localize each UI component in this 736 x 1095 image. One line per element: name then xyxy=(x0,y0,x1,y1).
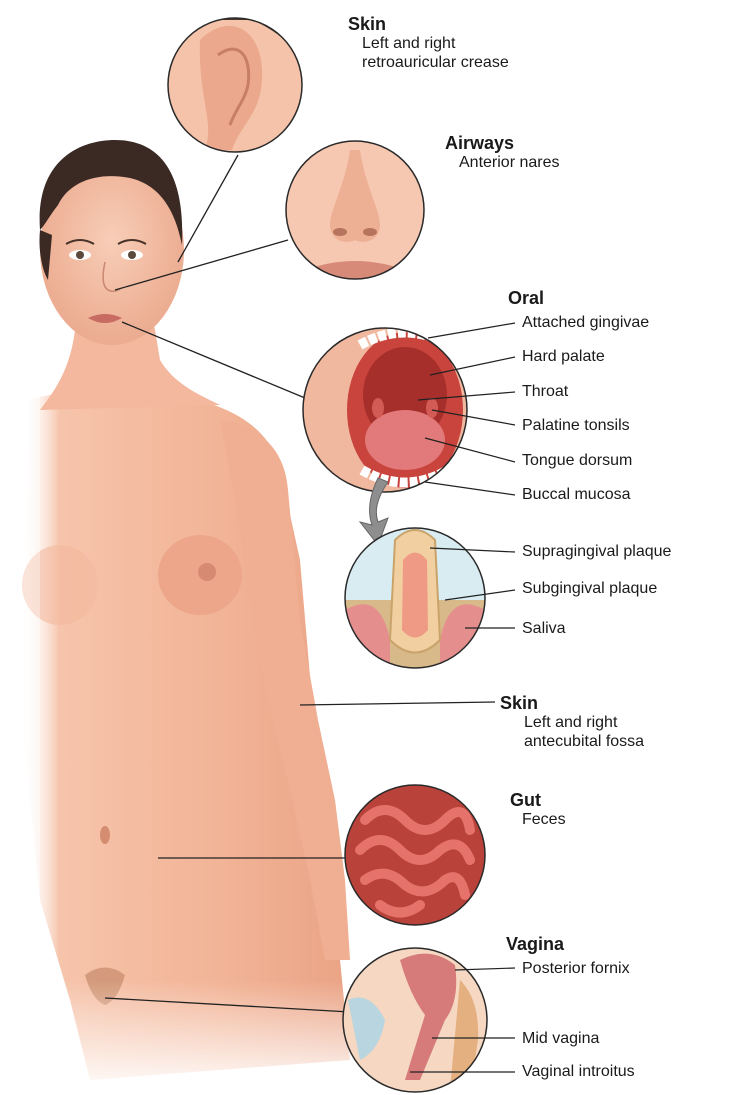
gut-label: Gut Feces xyxy=(510,790,566,830)
airways-title: Airways xyxy=(445,133,560,154)
airways-label: Airways Anterior nares xyxy=(445,133,560,173)
intestine-icon xyxy=(345,785,485,925)
skin-arm-line-2: antecubital fossa xyxy=(524,733,644,752)
oral-site-5: Tongue dorsum xyxy=(522,452,632,470)
oral-title: Oral xyxy=(508,288,544,309)
airways-line-1: Anterior nares xyxy=(459,154,560,173)
ear-icon xyxy=(168,9,305,152)
oral-site-3: Throat xyxy=(522,383,568,401)
nose-icon xyxy=(286,141,424,280)
skin-arm-line-1: Left and right xyxy=(524,714,644,733)
oral-site-6: Buccal mucosa xyxy=(522,486,631,504)
vagina-title: Vagina xyxy=(506,934,564,955)
gut-line-1: Feces xyxy=(522,811,566,830)
oral-site-4: Palatine tonsils xyxy=(522,417,630,435)
gut-title: Gut xyxy=(510,790,566,811)
open-mouth-icon xyxy=(303,328,467,492)
oral-label: Oral xyxy=(508,288,544,309)
body-figure xyxy=(0,140,380,1095)
vagina-label: Vagina xyxy=(506,934,564,955)
skin-head-line-1: Left and right xyxy=(362,35,509,54)
plaque-site-3: Saliva xyxy=(522,620,566,638)
skin-arm-title: Skin xyxy=(500,693,644,714)
skin-arm-label: Skin Left and right antecubital fossa xyxy=(500,693,644,752)
plaque-site-1: Supragingival plaque xyxy=(522,543,671,561)
oral-site-1: Attached gingivae xyxy=(522,314,649,332)
vagina-site-2: Mid vagina xyxy=(522,1030,599,1048)
vagina-site-1: Posterior fornix xyxy=(522,960,630,978)
skin-head-label: Skin Left and right retroauricular creas… xyxy=(348,14,509,73)
skin-head-title: Skin xyxy=(348,14,509,35)
skin-head-line-2: retroauricular crease xyxy=(362,54,509,73)
vagina-site-3: Vaginal introitus xyxy=(522,1063,635,1081)
oral-site-2: Hard palate xyxy=(522,348,605,366)
plaque-site-2: Subgingival plaque xyxy=(522,580,657,598)
